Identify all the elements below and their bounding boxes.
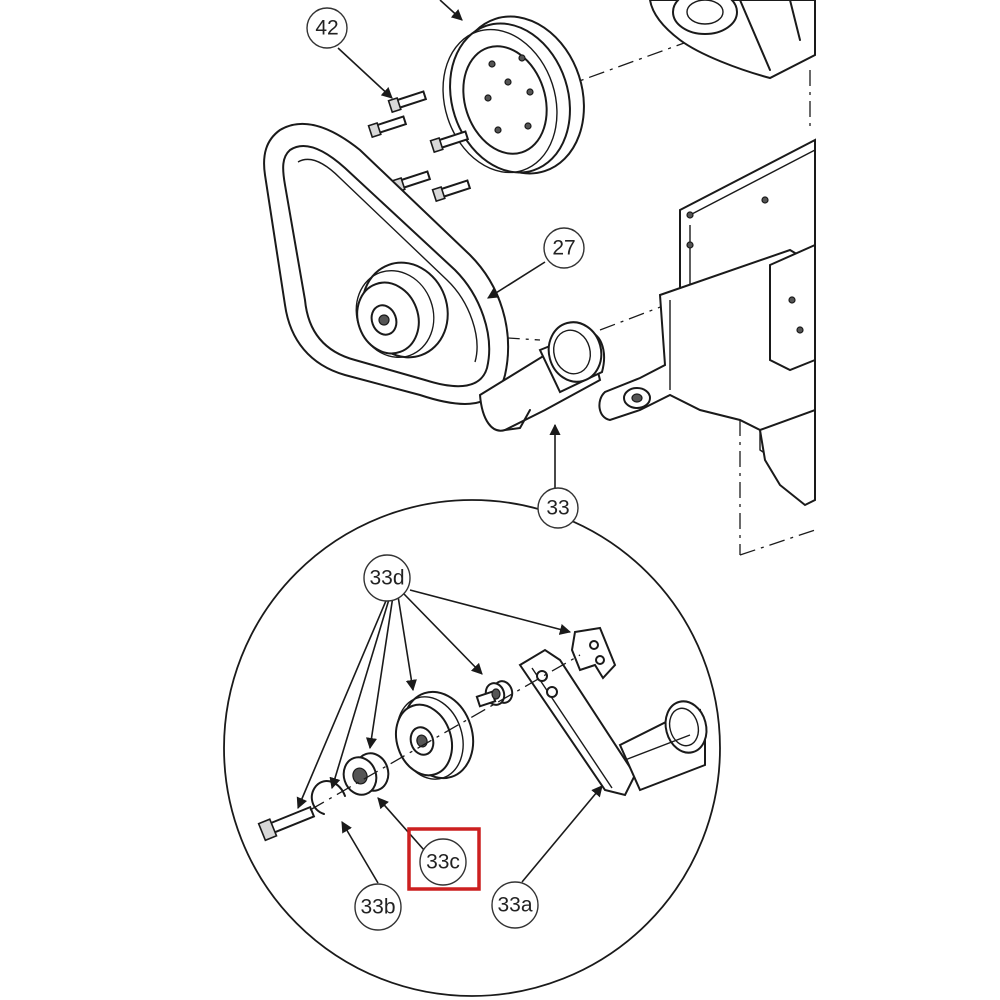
v-belt <box>263 122 509 405</box>
motor-housing <box>648 0 816 80</box>
callout-27: 27 <box>543 227 585 269</box>
exploded-clip <box>570 626 617 680</box>
detail-axis <box>309 654 581 811</box>
callout-33: 33 <box>537 487 579 529</box>
callout-33b-label: 33b <box>360 896 395 919</box>
callout-33a: 33a <box>491 881 539 929</box>
exploded-snap-ring <box>310 780 346 815</box>
callout-33d-label: 33d <box>369 567 404 590</box>
exploded-tension-arm <box>518 648 708 797</box>
callout-42: 42 <box>306 7 348 49</box>
callout-33d: 33d <box>363 554 411 602</box>
frame-bracket <box>598 138 816 507</box>
callout-27-label: 27 <box>552 237 575 260</box>
mounting-bolts <box>367 90 472 203</box>
callout-42-label: 42 <box>315 17 338 40</box>
callout-33c-label: 33c <box>426 851 460 874</box>
exploded-bolt <box>257 805 316 842</box>
idler-pulley-upper <box>355 261 449 359</box>
highlight-box <box>407 827 481 891</box>
callout-33a-label: 33a <box>497 894 532 917</box>
detail-view-circle <box>223 499 721 997</box>
drive-pulley <box>442 15 585 175</box>
tensioner-installed <box>478 321 605 432</box>
exploded-idler-pulley <box>395 690 475 780</box>
leaders-detail <box>296 589 603 884</box>
callout-33b: 33b <box>354 883 402 931</box>
callout-33-label: 33 <box>546 497 569 520</box>
leaders-upper <box>337 0 561 488</box>
exploded-bushing <box>342 752 390 796</box>
exploded-shoulder-bolt <box>475 680 514 708</box>
callout-33c: 33c <box>407 827 481 891</box>
